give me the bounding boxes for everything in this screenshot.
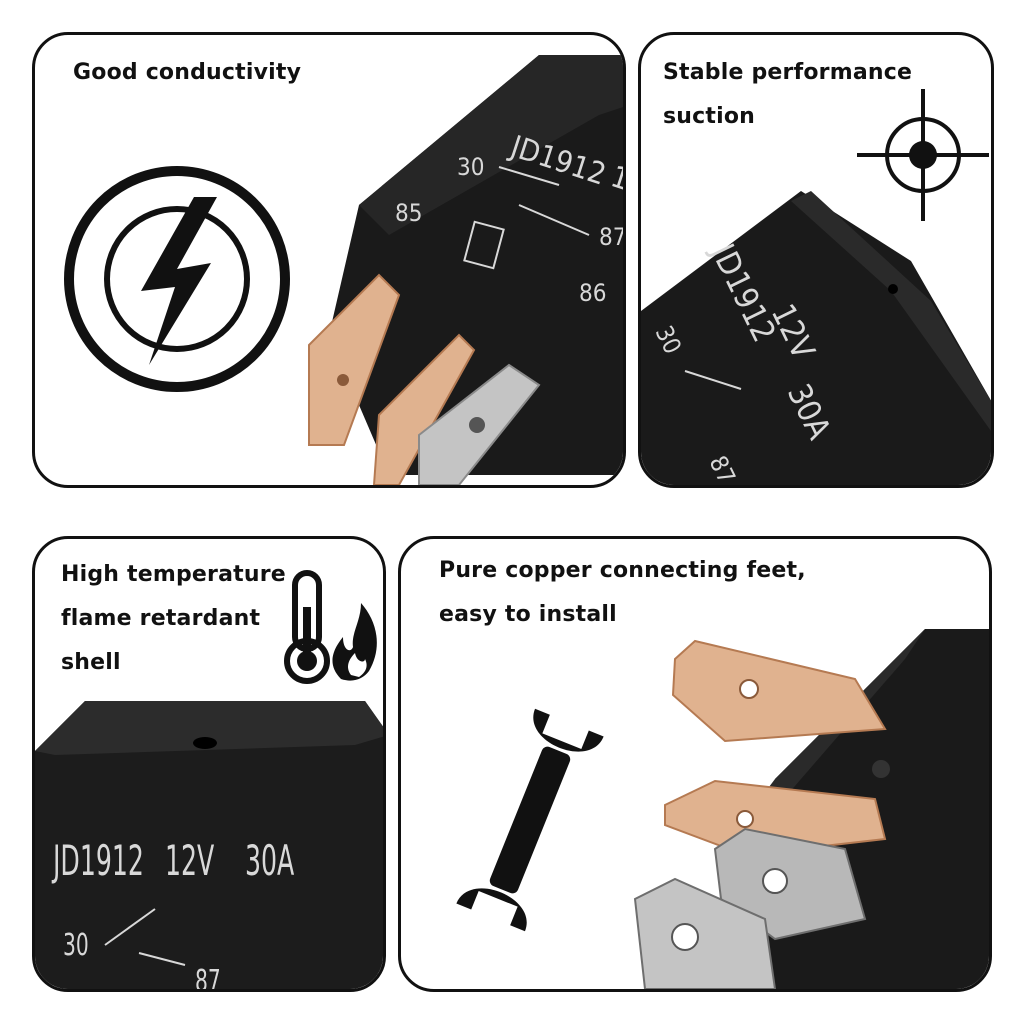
pin-85-label: 85 <box>395 199 422 227</box>
relay-current-label: 30A <box>245 837 294 885</box>
thermometer-flame-icon <box>284 570 377 684</box>
wrench-icon <box>456 708 604 932</box>
caption-stable-line-1: Stable performance <box>663 60 913 85</box>
caption-stable-line-2: suction <box>663 104 756 129</box>
caption-copper-line-1: Pure copper connecting feet, <box>439 558 806 583</box>
panel-temperature: High temperature flame retardant shell J… <box>32 536 386 992</box>
crosshair-icon <box>857 89 989 221</box>
relay-image: JD1912 12V 30A 30 87 <box>35 701 383 992</box>
lightning-icon <box>64 166 290 392</box>
caption-temperature-line-1: High temperature <box>61 562 286 587</box>
pin-86-label: 86 <box>579 279 606 307</box>
caption-copper-line-2: easy to install <box>439 602 617 627</box>
panel-copper: Pure copper connecting feet, easy to ins… <box>398 536 992 992</box>
panel-stable: Stable performance suction JD1912 12V 30… <box>638 32 994 488</box>
relay-image: JD1912 12V 30A 30 87 <box>641 191 991 485</box>
pin-30-label: 30 <box>63 928 89 963</box>
caption-conductivity: Good conductivity <box>73 60 302 85</box>
panel-conductivity: Good conductivity JD1912 12V 30 87 85 86 <box>32 32 626 488</box>
relay-model-label: JD1912 <box>51 837 143 885</box>
caption-temperature-line-3: shell <box>61 650 121 675</box>
caption-temperature-line-2: flame retardant <box>61 606 261 631</box>
pin-87-label: 87 <box>195 964 221 992</box>
relay-voltage-label: 12V <box>165 837 214 885</box>
relay-image <box>633 629 989 989</box>
relay-image: JD1912 12V 30 87 85 86 <box>308 55 626 485</box>
pin-30-label: 30 <box>457 153 484 181</box>
pin-87-label: 87 <box>599 223 626 251</box>
